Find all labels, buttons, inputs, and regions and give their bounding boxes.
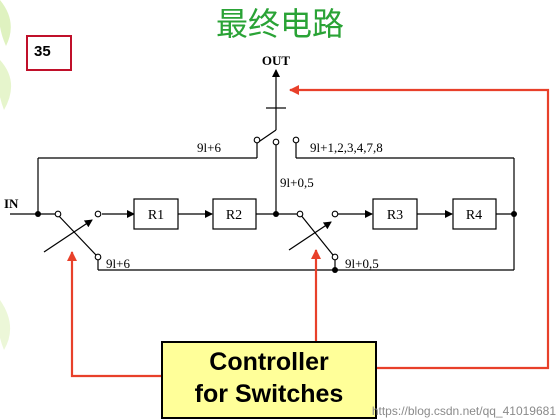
decorative-leaves [0,0,11,350]
input-switch [43,213,97,256]
switch-label-middle: 9l+0,5 [280,175,314,190]
controller-line-2: for Switches [195,380,344,408]
register-r2: R2 [212,198,257,230]
output-label: OUT [262,53,291,68]
switch-contacts [54,136,339,261]
svg-text:R4: R4 [466,208,482,223]
controller-box: Controller for Switches [161,341,377,419]
svg-text:R1: R1 [148,208,164,223]
switch-label-top-right: 9l+1,2,3,4,7,8 [310,140,383,155]
register-r4: R4 [452,198,497,230]
switch-label-bottom-right: 9l+0,5 [345,256,379,271]
register-r3: R3 [372,198,418,230]
junction-dots [35,211,517,273]
svg-text:R3: R3 [387,208,403,223]
controller-feedback-arrows [67,85,550,378]
middle-switch [288,213,334,256]
switch-label-bottom-left: 9l+6 [106,256,130,271]
watermark: https://blog.csdn.net/qq_41019681 [371,404,556,418]
register-r1: R1 [133,198,179,230]
svg-text:R2: R2 [226,208,242,223]
circuit-wires [10,69,515,271]
switch-label-top-left: 9l+6 [197,140,221,155]
page-title: 最终电路 [215,5,344,43]
slide-number: 35 [26,35,72,71]
input-label: IN [4,196,19,211]
controller-line-1: Controller [209,348,329,376]
